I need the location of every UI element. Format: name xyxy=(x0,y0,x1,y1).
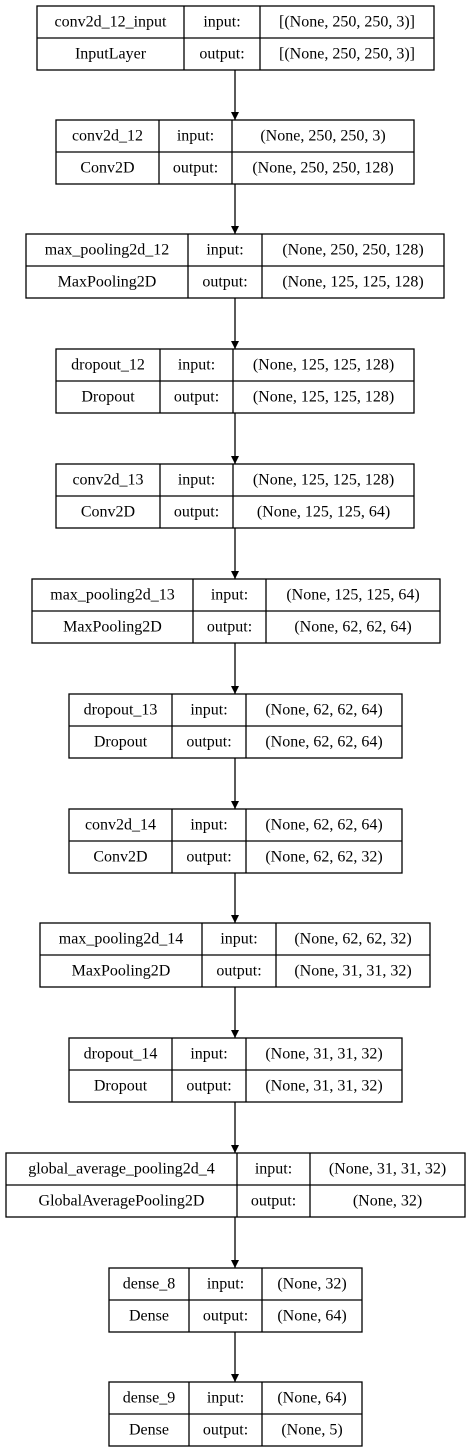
input-label: input: xyxy=(220,931,257,948)
output-label: output: xyxy=(186,1078,231,1095)
output-shape: (None, 125, 125, 64) xyxy=(257,504,390,521)
input-label: input: xyxy=(255,1161,292,1178)
layer-type: Dense xyxy=(129,1308,169,1325)
input-shape: (None, 62, 62, 64) xyxy=(265,702,382,719)
input-shape: (None, 250, 250, 3) xyxy=(260,128,385,145)
output-shape: (None, 62, 62, 64) xyxy=(265,734,382,751)
input-label: input: xyxy=(203,14,240,31)
output-label: output: xyxy=(207,619,252,636)
layer-node-global_average_pooling2d_4: global_average_pooling2d_4GlobalAverageP… xyxy=(5,1152,466,1218)
layer-type: Conv2D xyxy=(80,160,134,177)
output-shape: (None, 64) xyxy=(277,1308,346,1325)
output-label: output: xyxy=(186,849,231,866)
input-label: input: xyxy=(211,587,248,604)
output-shape: [(None, 250, 250, 3)] xyxy=(279,46,415,63)
layer-type: MaxPooling2D xyxy=(72,963,171,980)
layer-name: max_pooling2d_13 xyxy=(50,587,174,604)
layer-name: dropout_14 xyxy=(84,1046,158,1063)
input-label: input: xyxy=(207,1390,244,1407)
output-label: output: xyxy=(173,160,218,177)
layer-name: dropout_13 xyxy=(84,702,158,719)
layer-type: GlobalAveragePooling2D xyxy=(39,1193,205,1210)
input-shape: (None, 32) xyxy=(277,1276,346,1293)
input-label: input: xyxy=(190,817,227,834)
output-shape: (None, 32) xyxy=(353,1193,422,1210)
output-label: output: xyxy=(216,963,261,980)
input-label: input: xyxy=(178,357,215,374)
layer-type: Dropout xyxy=(94,1078,148,1095)
layer-name: global_average_pooling2d_4 xyxy=(28,1161,215,1178)
output-label: output: xyxy=(251,1193,296,1210)
layer-name: conv2d_12 xyxy=(72,128,143,145)
input-label: input: xyxy=(190,1046,227,1063)
layer-type: InputLayer xyxy=(75,46,147,63)
layer-name: dense_9 xyxy=(123,1390,175,1407)
layer-type: Dropout xyxy=(81,389,135,406)
output-shape: (None, 125, 125, 128) xyxy=(282,274,423,291)
layer-type: MaxPooling2D xyxy=(63,619,162,636)
output-shape: (None, 5) xyxy=(281,1422,342,1439)
input-shape: (None, 125, 125, 128) xyxy=(253,472,394,489)
input-shape: (None, 125, 125, 128) xyxy=(253,357,394,374)
output-label: output: xyxy=(203,1422,248,1439)
output-label: output: xyxy=(186,734,231,751)
input-shape: (None, 125, 125, 64) xyxy=(286,587,419,604)
layer-name: dropout_12 xyxy=(71,357,145,374)
output-shape: (None, 62, 62, 32) xyxy=(265,849,382,866)
input-shape: [(None, 250, 250, 3)] xyxy=(279,14,415,31)
layer-name: conv2d_12_input xyxy=(55,14,168,31)
input-label: input: xyxy=(177,128,214,145)
input-label: input: xyxy=(207,1276,244,1293)
layer-type: Conv2D xyxy=(93,849,147,866)
layer-name: max_pooling2d_14 xyxy=(59,931,183,948)
input-shape: (None, 250, 250, 128) xyxy=(282,242,423,259)
output-shape: (None, 250, 250, 128) xyxy=(252,160,393,177)
output-shape: (None, 31, 31, 32) xyxy=(294,963,411,980)
input-shape: (None, 62, 62, 64) xyxy=(265,817,382,834)
layer-name: dense_8 xyxy=(123,1276,175,1293)
layer-name: max_pooling2d_12 xyxy=(45,242,169,259)
layer-type: MaxPooling2D xyxy=(58,274,157,291)
input-label: input: xyxy=(190,702,227,719)
layer-name: conv2d_14 xyxy=(85,817,156,834)
input-shape: (None, 31, 31, 32) xyxy=(265,1046,382,1063)
output-shape: (None, 31, 31, 32) xyxy=(265,1078,382,1095)
layer-type: Conv2D xyxy=(81,504,135,521)
input-shape: (None, 62, 62, 32) xyxy=(294,931,411,948)
layer-type: Dense xyxy=(129,1422,169,1439)
input-label: input: xyxy=(206,242,243,259)
input-label: input: xyxy=(178,472,215,489)
input-shape: (None, 31, 31, 32) xyxy=(329,1161,446,1178)
output-shape: (None, 125, 125, 128) xyxy=(253,389,394,406)
output-label: output: xyxy=(199,46,244,63)
input-shape: (None, 64) xyxy=(277,1390,346,1407)
output-label: output: xyxy=(174,504,219,521)
layer-name: conv2d_13 xyxy=(72,472,143,489)
output-label: output: xyxy=(203,1308,248,1325)
output-shape: (None, 62, 62, 64) xyxy=(294,619,411,636)
layer-type: Dropout xyxy=(94,734,148,751)
output-label: output: xyxy=(174,389,219,406)
output-label: output: xyxy=(202,274,247,291)
